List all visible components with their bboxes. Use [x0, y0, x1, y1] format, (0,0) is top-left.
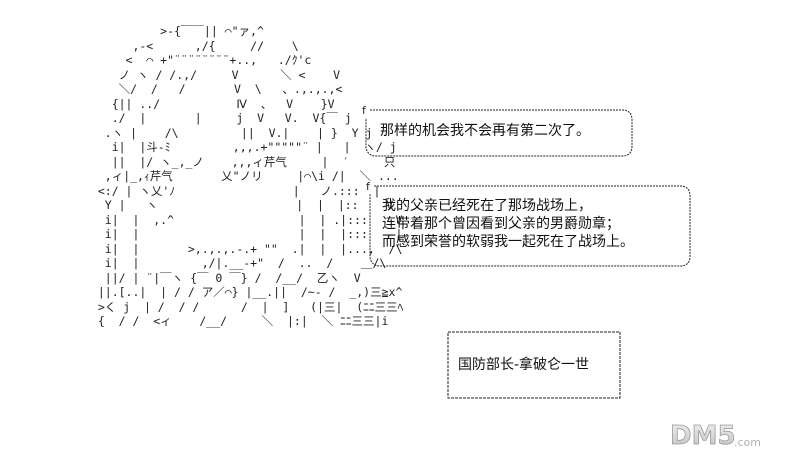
speech-bubble-2: f 我的父亲已经死在了那场战场上， 连带着那个曾因看到父亲的男爵勋章； 而感到荣… — [364, 180, 696, 272]
svg-text:DM5: DM5 — [670, 421, 736, 450]
speech-bubble-2-frame: f — [366, 180, 691, 267]
ascii-art-figure: >-{￣￣|| ⌒"ァ,^ ,-< ,/{ // \ < ⌒ +"¨¨¨¨¨¨¨… — [97, 24, 404, 328]
svg-text:f: f — [362, 104, 367, 117]
dm5-watermark-logo: DM5 .com — [670, 421, 761, 450]
svg-text:f: f — [366, 180, 371, 193]
caption-box-frame — [447, 331, 621, 399]
caption-box: 国防部长-拿破仑一世 — [446, 330, 622, 400]
speech-bubble-1-frame: f — [362, 104, 633, 157]
speech-bubble-1-text: 那样的机会我不会再有第二次了。 — [380, 123, 590, 139]
speech-bubble-1: f 那样的机会我不会再有第二次了。 — [360, 104, 638, 162]
caption-title: 国防部长-拿破仑一世 — [458, 357, 590, 373]
speech-bubble-2-text: 我的父亲已经死在了那场战场上， 连带着那个曾因看到父亲的男爵勋章； 而感到荣誉的… — [382, 198, 634, 250]
svg-text:.com: .com — [734, 436, 761, 449]
